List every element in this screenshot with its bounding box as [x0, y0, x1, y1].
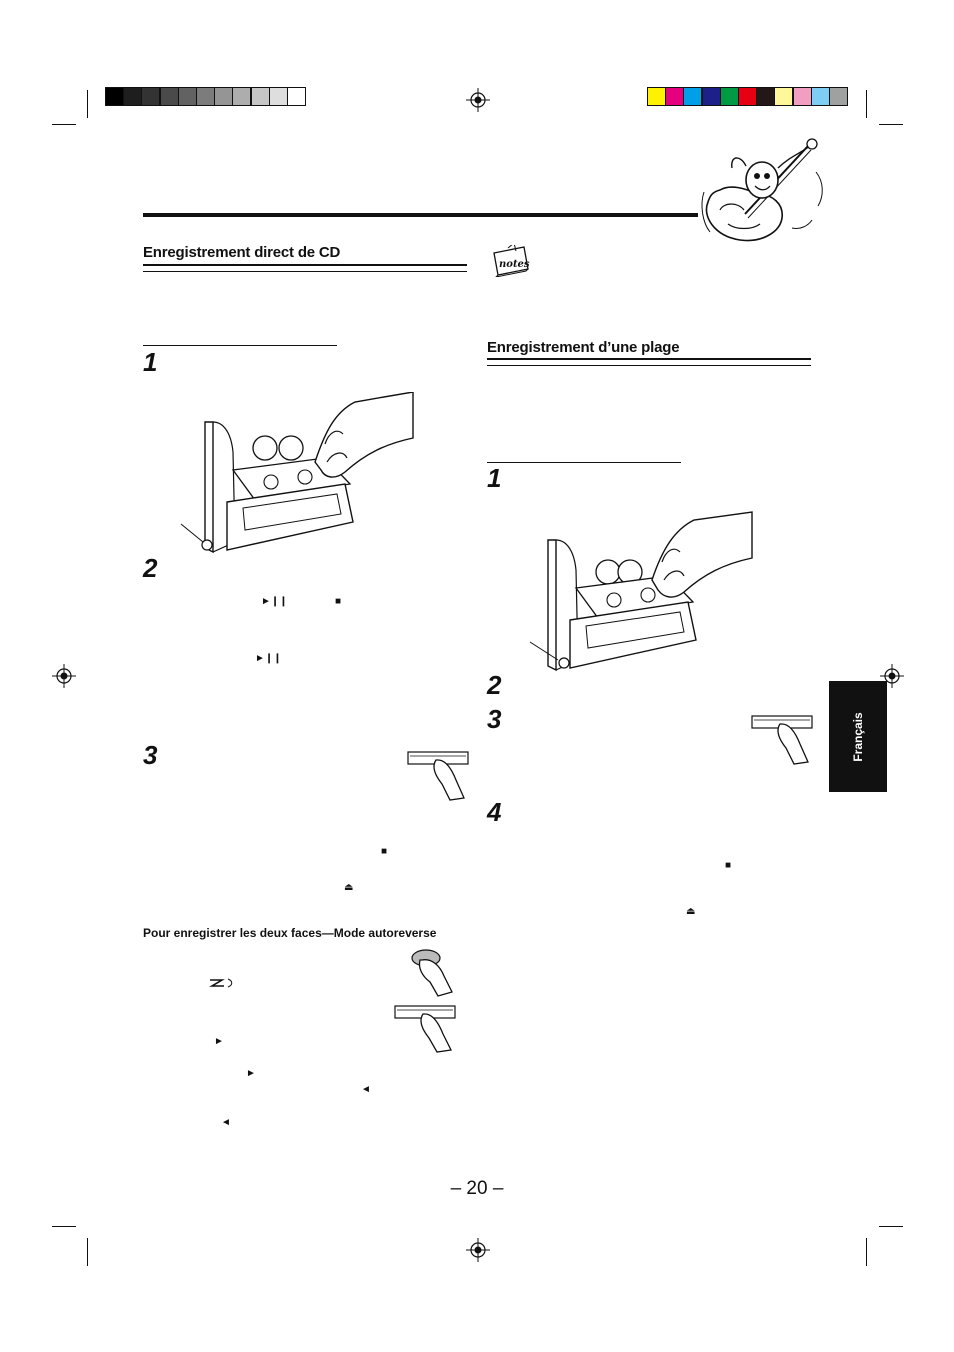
- forward-symbol: ►: [214, 1036, 224, 1047]
- autoreverse-title: Pour enregistrer les deux faces—Mode aut…: [143, 926, 437, 940]
- record-button-press-illustration: [407, 751, 469, 801]
- play-pause-symbol: ►❙❙: [255, 653, 282, 664]
- calibration-swatch: [177, 87, 197, 106]
- stop-symbol: ■: [381, 846, 388, 857]
- language-tab-label: Français: [851, 711, 865, 762]
- stop-symbol: ■: [335, 596, 342, 607]
- registration-target-icon: [880, 664, 904, 688]
- calibration-swatch: [123, 87, 143, 106]
- crop-mark: [866, 1238, 867, 1266]
- section-rule: [143, 264, 467, 272]
- crop-mark: [879, 1226, 903, 1227]
- record-button-press-illustration: [751, 715, 813, 765]
- step-number: 1: [487, 463, 502, 493]
- calibration-swatch: [683, 87, 703, 106]
- reverse-symbol: ◄: [221, 1117, 231, 1128]
- svg-text:notes: notes: [499, 259, 530, 270]
- registration-target-icon: [466, 1238, 490, 1262]
- forward-symbol: ►: [246, 1068, 256, 1079]
- cassette-insert-illustration: [529, 511, 753, 672]
- language-tab: Français: [829, 681, 887, 792]
- crop-mark: [866, 90, 867, 118]
- calibration-swatch: [792, 87, 812, 106]
- reverse-mode-button-press-illustration: [411, 949, 453, 997]
- calibration-swatch: [701, 87, 721, 106]
- calibration-swatch: [196, 87, 215, 106]
- step-number: 3: [487, 704, 502, 734]
- subsection-rule: [143, 345, 337, 346]
- calibration-swatch: [159, 87, 179, 106]
- reverse-mode-icon: [209, 978, 233, 988]
- violin-mascot-icon: [701, 138, 823, 242]
- registration-target-icon: [52, 664, 76, 688]
- step-number: 2: [487, 670, 502, 700]
- crop-mark: [87, 90, 88, 118]
- record-button-press-illustration: [394, 1005, 456, 1053]
- section-rule: [487, 358, 811, 366]
- calibration-swatch: [829, 87, 848, 106]
- page-number: – 20 –: [450, 1178, 504, 1199]
- calibration-swatch: [738, 87, 757, 106]
- notes-icon: notes: [493, 245, 530, 277]
- step-number: 1: [143, 347, 158, 377]
- calibration-swatch: [774, 87, 794, 106]
- registration-target-icon: [466, 88, 490, 112]
- calibration-swatch: [105, 87, 124, 106]
- eject-symbol: ⏏: [344, 882, 354, 893]
- step-number: 4: [487, 797, 502, 827]
- stop-symbol: ■: [725, 860, 732, 871]
- section-title-track-recording: Enregistrement d’une plage: [487, 339, 680, 356]
- calibration-swatch: [232, 87, 252, 106]
- header-rule: [143, 213, 698, 217]
- eject-symbol: ⏏: [686, 906, 696, 917]
- calibration-swatch: [665, 87, 685, 106]
- crop-mark: [52, 124, 76, 125]
- step-number: 3: [143, 740, 158, 770]
- calibration-swatch: [287, 87, 306, 106]
- calibration-swatch: [719, 87, 739, 106]
- calibration-swatch: [268, 87, 288, 106]
- reverse-symbol: ◄: [361, 1084, 371, 1095]
- crop-mark: [52, 1226, 76, 1227]
- calibration-swatch: [756, 87, 776, 106]
- step-number: 2: [143, 553, 158, 583]
- subsection-rule: [487, 462, 681, 463]
- calibration-swatch: [647, 87, 666, 106]
- calibration-swatch: [810, 87, 830, 106]
- section-title-cd-direct-recording: Enregistrement direct de CD: [143, 244, 341, 261]
- crop-mark: [87, 1238, 88, 1266]
- cassette-insert-illustration: [180, 392, 414, 554]
- calibration-swatch: [250, 87, 270, 106]
- crop-mark: [879, 124, 903, 125]
- calibration-swatch: [141, 87, 161, 106]
- play-pause-symbol: ►❙❙: [261, 596, 288, 607]
- calibration-swatch: [214, 87, 234, 106]
